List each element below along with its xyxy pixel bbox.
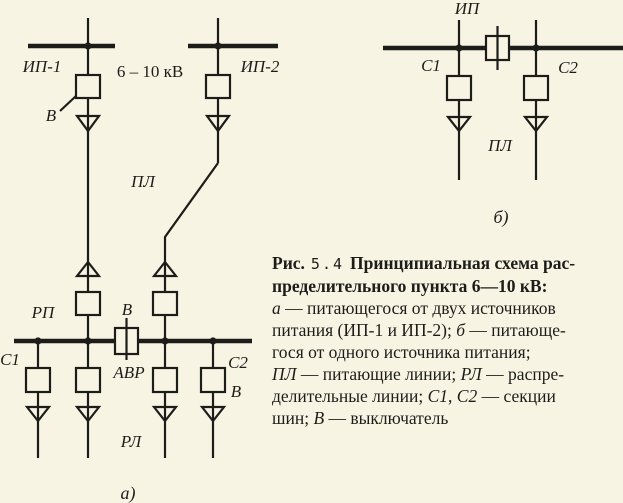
feeder-lines-label-a: ПЛ <box>130 172 156 191</box>
caption-line5: гося от одного источника питания; <box>272 342 531 362</box>
outgoing-down-arrow-4 <box>199 405 227 423</box>
caption-line7: делительные линии; С1, С2 — секции <box>272 385 620 407</box>
caption-line4-text: — питающе- <box>465 320 566 340</box>
rp-input2-breaker-box <box>151 290 179 317</box>
avr-label: АВР <box>112 363 144 382</box>
caption-line7-sep: , <box>448 386 457 406</box>
outgoing-down-arrow-3 <box>151 405 179 423</box>
dist-lines-label: РЛ <box>120 432 143 451</box>
diagram-a: ИП-1 6 – 10 кВ ИП-2 В ПЛ РП В АВР С1 С2 … <box>0 18 280 503</box>
caption-title-line1: Рис. 5.4 Принципиальная схема рас- <box>272 252 620 275</box>
caption-title-text1: Принципиальная схема рас- <box>350 253 576 273</box>
caption-line7-pre: делительные линии; <box>272 386 428 406</box>
caption-line8: шин; В — выключатель <box>272 407 620 429</box>
caption-term-v: В <box>313 408 325 428</box>
source2-label: ИП-2 <box>240 57 280 76</box>
breaker-callout-line <box>59 95 77 112</box>
caption-line6-mid: — питающие линии; <box>296 364 461 384</box>
caption-line6: ПЛ — питающие линии; РЛ — распре- <box>272 363 620 385</box>
outgoing-down-arrow-2 <box>74 405 102 423</box>
b-section2-label: С2 <box>558 58 578 77</box>
b-busbar-dot-1 <box>455 44 463 52</box>
caption-line8-pre: шин; <box>272 408 314 428</box>
b-source-label: ИП <box>454 0 481 18</box>
caption-line3-text: — питающегося от двух источников <box>280 298 556 318</box>
caption-title-line2: пределительного пункта 6—10 кВ: <box>272 276 548 296</box>
source2-breaker-box <box>204 73 232 100</box>
outgoing-breaker-label: В <box>231 382 242 401</box>
caption-term-rl: РЛ <box>460 364 482 384</box>
distribution-point-label: РП <box>31 303 56 322</box>
b-down-arrow-2 <box>522 115 550 133</box>
figure-label: Рис. <box>272 253 305 273</box>
outgoing-breaker-box-4 <box>199 366 227 394</box>
source1-junction-dot <box>84 42 92 50</box>
caption-term-c2: С2 <box>456 386 478 406</box>
caption-term-a: а <box>272 298 281 318</box>
b-breaker-box-1 <box>445 74 473 102</box>
voltage-label: 6 – 10 кВ <box>117 62 183 81</box>
section1-label-a: С1 <box>0 350 20 369</box>
caption-line4-pre: питания (ИП-1 и ИП-2); <box>272 320 457 340</box>
source-breaker-label: В <box>46 106 57 125</box>
caption-line7-text: — секции <box>477 386 556 406</box>
section2-label-a: С2 <box>228 353 248 372</box>
busbar-dot-3 <box>161 337 169 345</box>
b-busbar-dot-2 <box>532 44 540 52</box>
outgoing-breaker-box-2 <box>74 366 102 394</box>
caption-line6-text: — распре- <box>481 364 565 384</box>
source1-breaker-box <box>74 73 102 100</box>
b-feeder-lines-label: ПЛ <box>487 136 513 155</box>
b-section1-label: С1 <box>421 56 441 75</box>
b-breaker-box-2 <box>522 74 550 102</box>
rp-input1-up-arrow <box>74 260 102 278</box>
caption-term-c1: С1 <box>427 386 449 406</box>
outgoing-breaker-box-1 <box>24 366 52 394</box>
caption-line4: питания (ИП-1 и ИП-2); б — питающе- <box>272 319 620 341</box>
source1-label: ИП-1 <box>22 57 62 76</box>
b-down-arrow-1 <box>445 115 473 133</box>
figure-caption: Рис. 5.4 Принципиальная схема рас- предели… <box>272 252 620 429</box>
outgoing-breaker-box-3 <box>151 366 179 394</box>
caption-line3: а — питающегося от двух источников <box>272 297 620 319</box>
tie-breaker-label: В <box>122 300 133 319</box>
source2-junction-dot <box>214 42 222 50</box>
caption-line8-text: — выключатель <box>324 408 449 428</box>
rp-input2-up-arrow <box>151 260 179 278</box>
rp-input1-breaker-box <box>74 290 102 317</box>
caption-term-b: б <box>456 320 466 340</box>
diagram-b: ИП С1 С2 ПЛ б) <box>383 0 623 228</box>
figure-number: 5.4 <box>310 255 345 273</box>
source1-down-arrow <box>74 114 102 133</box>
caption-term-pl: ПЛ <box>272 364 297 384</box>
sublabel-a: а) <box>121 483 136 503</box>
source2-down-arrow <box>204 114 232 133</box>
busbar-dot-2 <box>84 337 92 345</box>
sublabel-b: б) <box>493 207 508 228</box>
outgoing-down-arrow-1 <box>24 405 52 423</box>
